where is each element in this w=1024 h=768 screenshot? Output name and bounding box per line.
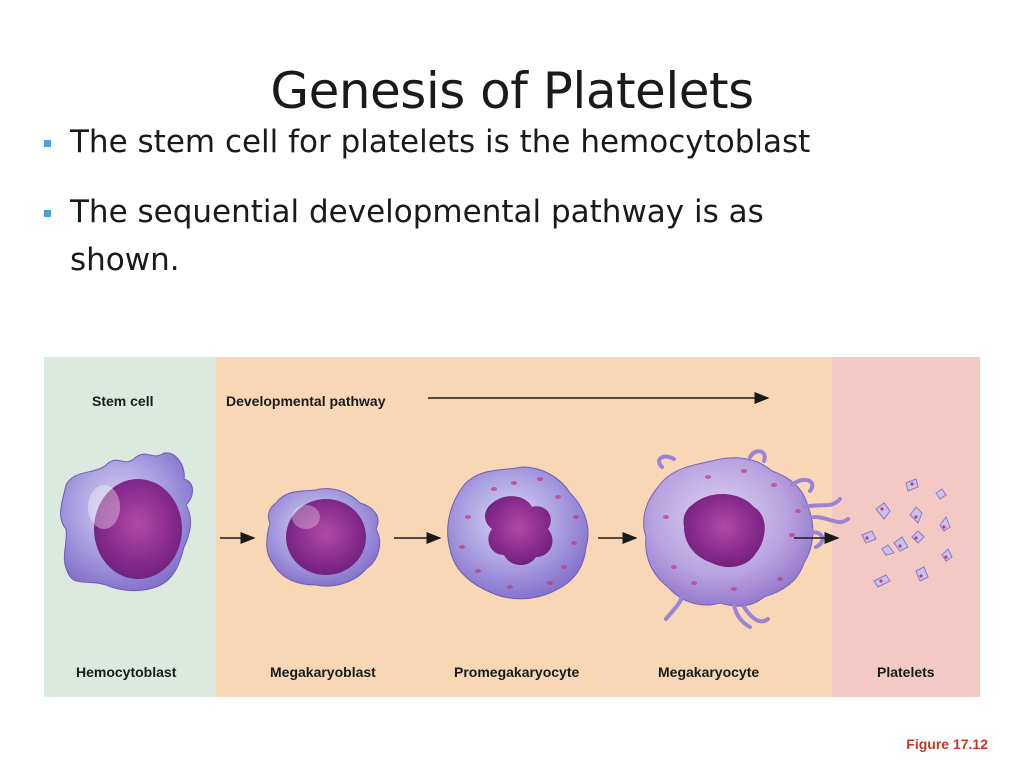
platelet-pathway-figure: Stem cell Developmental pathway Hemocyto…: [44, 357, 980, 697]
square-bullet-icon: [44, 140, 51, 147]
platelets-cluster: [861, 478, 953, 588]
megakaryocyte-cell: [643, 449, 850, 629]
pathway-illustration: [60, 392, 953, 629]
stage-label-platelets: Platelets: [877, 664, 935, 680]
platelets-panel: [832, 357, 980, 697]
bullet-item: The sequential developmental pathway is …: [40, 188, 940, 284]
stage-label-megakaryocyte: Megakaryocyte: [658, 664, 760, 680]
bullet-item: The stem cell for platelets is the hemoc…: [40, 118, 940, 166]
hemocytoblast-cell: [60, 452, 193, 592]
stage-label-promegakaryocyte: Promegakaryocyte: [454, 664, 580, 680]
megakaryoblast-cell: [266, 488, 381, 587]
developmental-pathway-header: Developmental pathway: [226, 393, 386, 409]
slide-title: Genesis of Platelets: [270, 62, 754, 120]
platelet-granules: [865, 482, 948, 583]
bullet-text: The sequential developmental pathway is …: [70, 194, 764, 278]
figure-caption: Figure 17.12: [906, 736, 988, 752]
square-bullet-icon: [44, 210, 51, 217]
promegakaryocyte-cell: [447, 466, 589, 600]
bullet-list: The stem cell for platelets is the hemoc…: [40, 118, 940, 306]
bullet-text: The stem cell for platelets is the hemoc…: [70, 124, 811, 160]
stage-label-hemocytoblast: Hemocytoblast: [76, 664, 177, 680]
stem-cell-header: Stem cell: [92, 393, 154, 409]
stage-label-megakaryoblast: Megakaryoblast: [270, 664, 376, 680]
